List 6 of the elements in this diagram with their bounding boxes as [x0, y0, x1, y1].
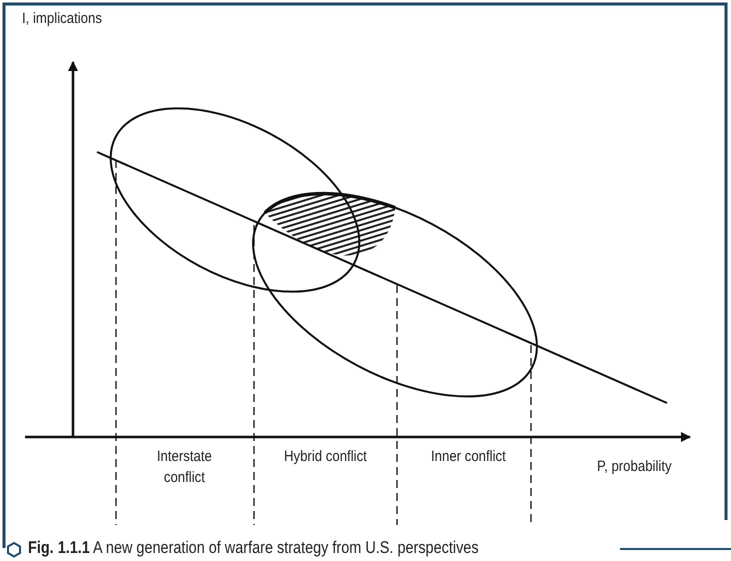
axis-label: P, probability	[597, 457, 673, 477]
region-label: Hybrid conflict	[282, 447, 368, 467]
figure-caption: Fig. 1.1.1 A new generation of warfare strategy from U.S. perspectives	[28, 538, 479, 558]
axis-label: I, implications	[22, 9, 103, 29]
region-label: Interstate conflict	[156, 447, 213, 488]
region-label: Inner conflict	[430, 447, 507, 467]
